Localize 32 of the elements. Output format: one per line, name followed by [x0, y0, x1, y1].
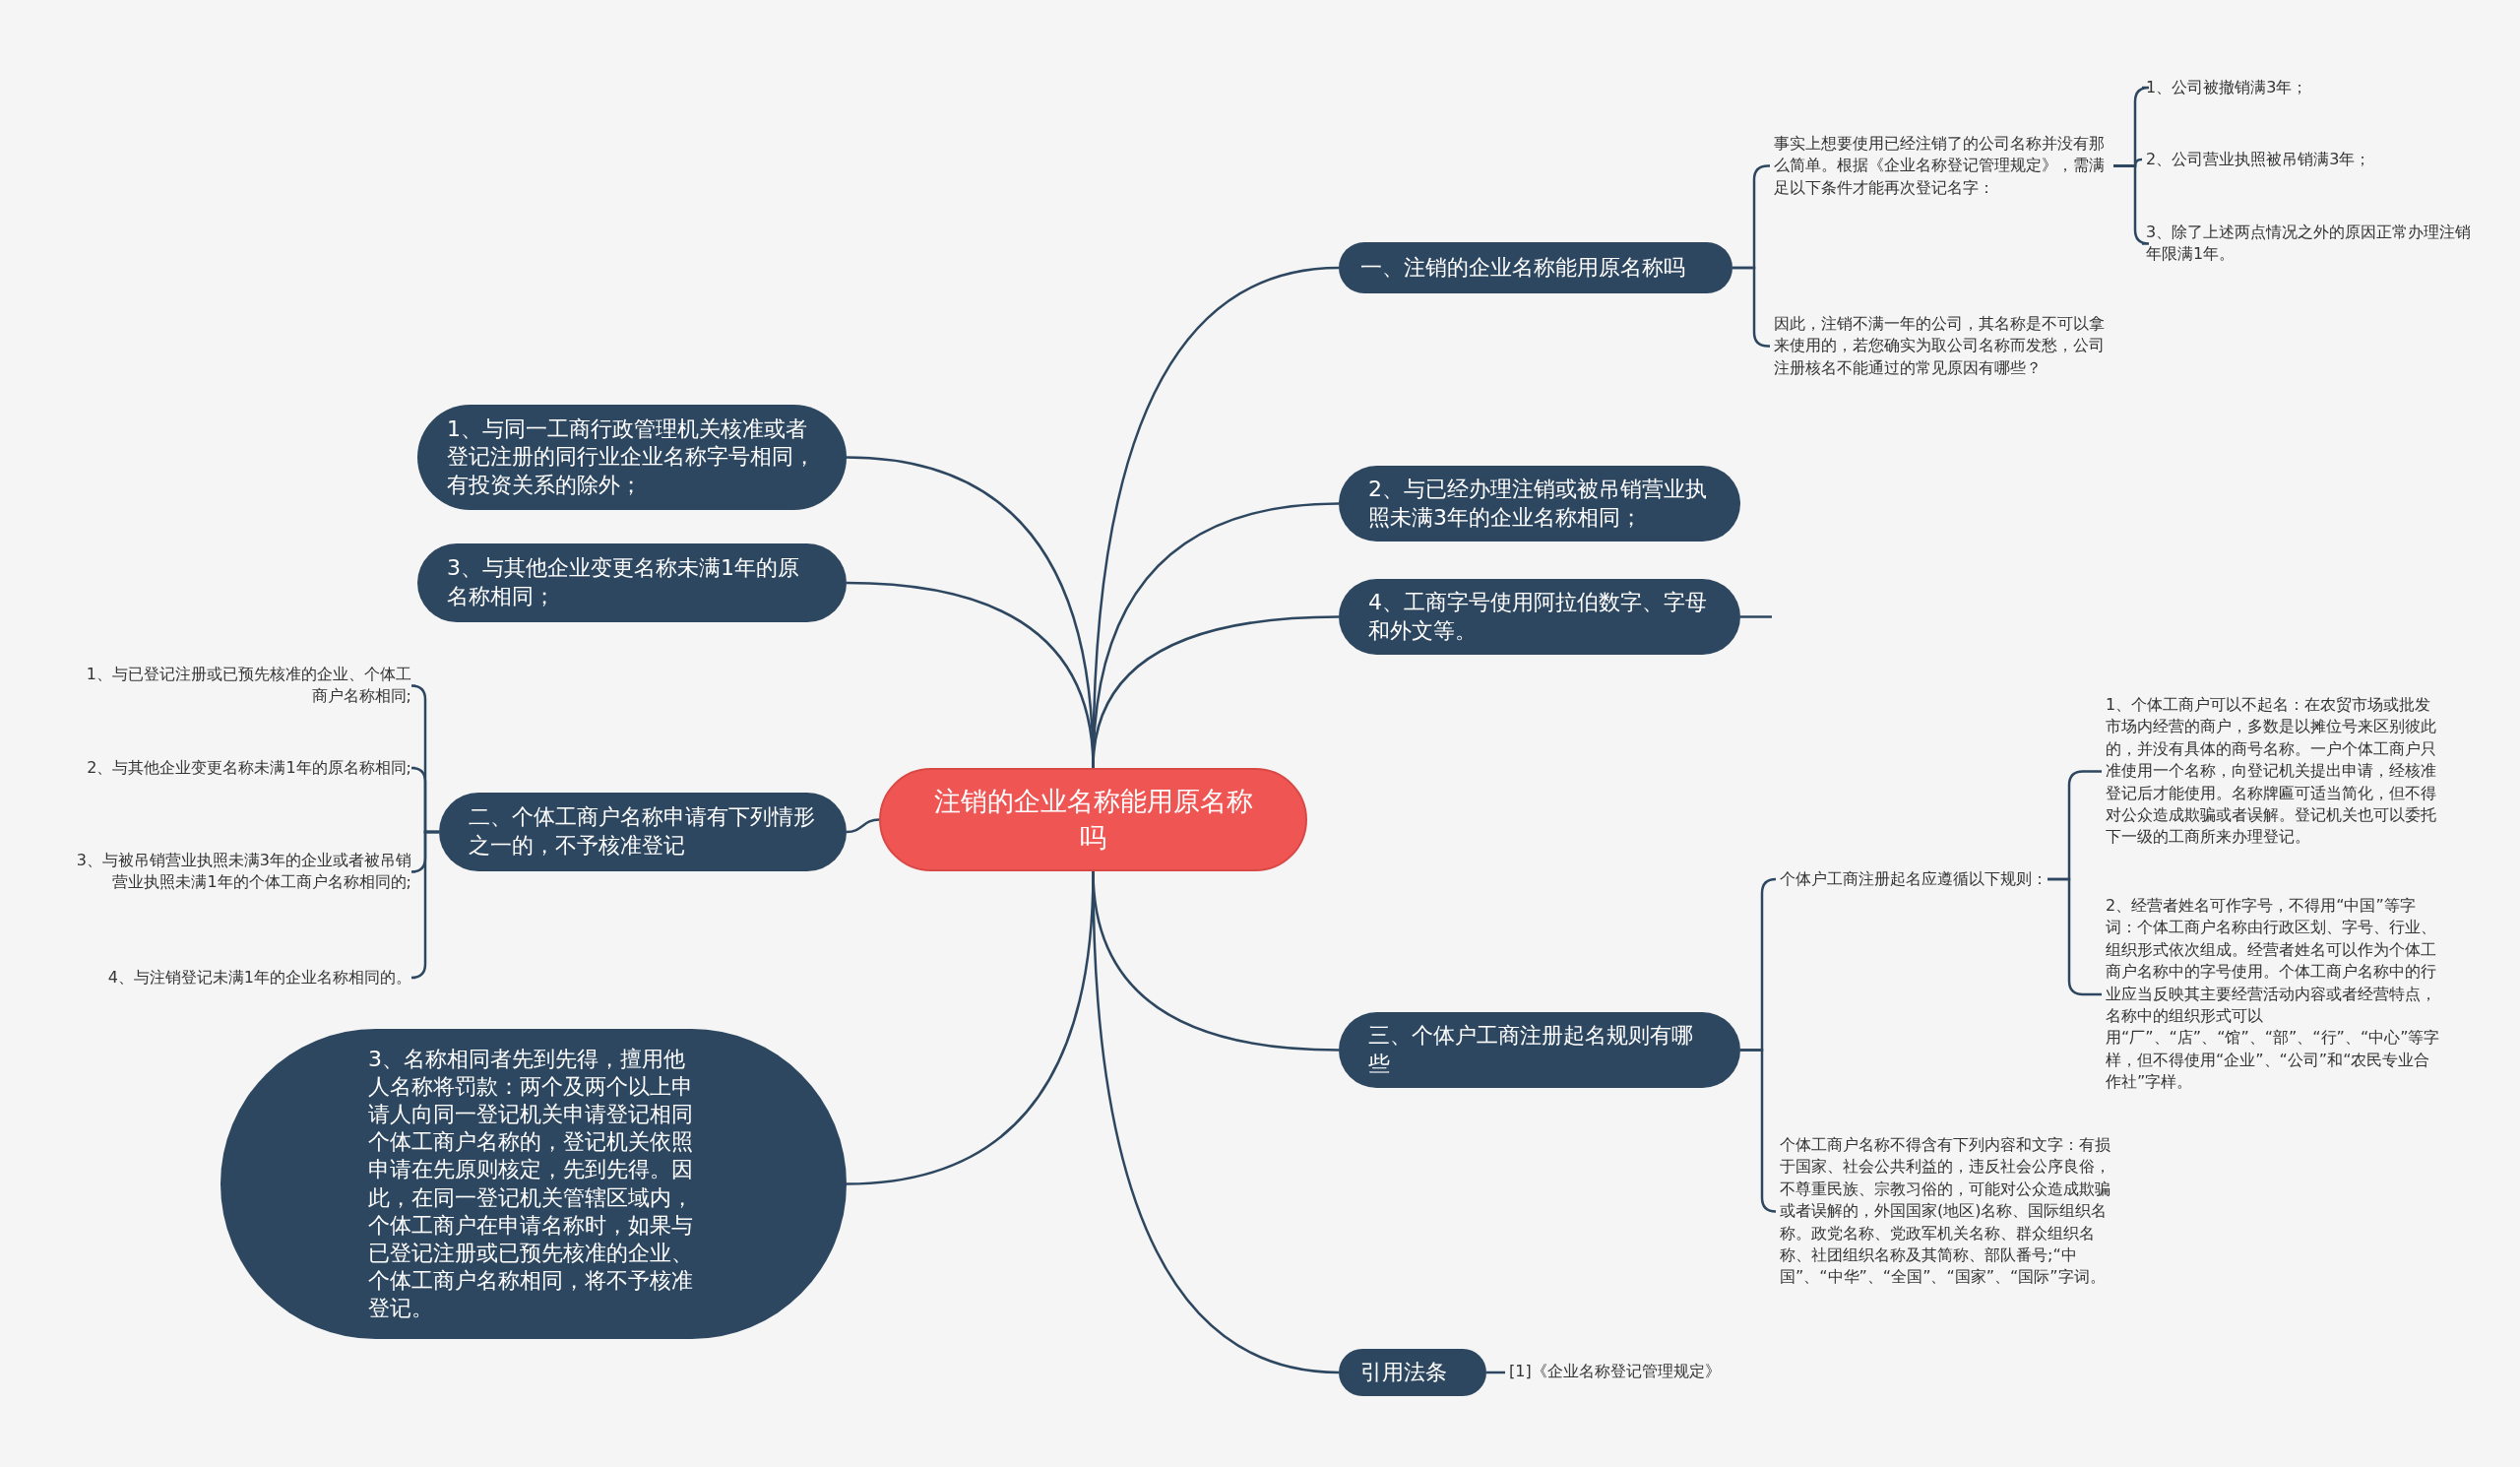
note-text: [1]《企业名称登记管理规定》 [1509, 1361, 1721, 1383]
note-text: 2、与其他企业变更名称未满1年的原名称相同; [72, 757, 411, 780]
branch-curve [846, 818, 880, 834]
note-text: 1、个体工商户可以不起名：在农贸市场或批发市场内经营的商户，多数是以摊位号来区别彼此的，并没有具体的商号名称。一户个体工商户只准使用一个名称，向登记机关提出申请，经核准登记后才能使用。名称牌匾可适当简化，但不得对公众造成欺骗或者误解。登记机关也可以委托下一级的工商所来办理登记。 [2106, 694, 2445, 849]
note-text: 个体工商户名称不得含有下列内容和文字：有损于国家、社会公共利益的，违反社会公序良俗，不尊重民族、宗教习俗的，可能对公众造成欺骗或者误解的，外国国家(地区)名称、国际组织名称。政党名称、党政军机关名称、群众组织名称、社团组织名称及其简称、部队番号;“中国”、“中华”、“全国”、“国家”、“国际”字词。 [1780, 1134, 2119, 1289]
note-text: 3、与被吊销营业执照未满3年的企业或者被吊销营业执照未满1年的个体工商户名称相同的; [72, 850, 411, 894]
note-text: 1、与已登记注册或已预先核准的企业、个体工商户名称相同; [72, 664, 411, 708]
topic-pill: 一、注销的企业名称能用原名称吗 [1339, 242, 1732, 293]
branch-curve [1092, 870, 1340, 1374]
topic-pill: 4、工商字号使用阿拉伯数字、字母和外文等。 [1339, 579, 1740, 655]
topic-pill: 二、个体工商户名称申请有下列情形之一的，不予核准登记 [439, 793, 847, 871]
bracket-line [1740, 1049, 1778, 1213]
note-text: 因此，注销不满一年的公司，其名称是不可以拿来使用的，若您确实为取公司名称而发愁，公司注册核名不能通过的常见原因有哪些？ [1774, 313, 2113, 380]
bracket-line [1740, 615, 1772, 618]
note-text: 3、除了上述两点情况之外的原因正常办理注销年限满1年。 [2146, 222, 2486, 266]
bracket-line [1486, 1371, 1505, 1374]
topic-pill: 3、与其他企业变更名称未满1年的原名称相同； [417, 543, 847, 622]
note-text: 2、经营者姓名可作字号，不得用“中国”等字词：个体工商户名称由行政区划、字号、行业、组织形式依次组成。经营者姓名可以作为个体工商户名称中的字号使用。个体工商户名称中的行业应当反映其主要经营活动内容或者经营特点，名称中的组织形式可以用“厂”、“店”、“馆”、“部”、“行”、“中心”等字样，但不得使用“企业”、“公司”和“农民专业合作社”字样。 [2106, 895, 2445, 1094]
note-text: 4、与注销登记未满1年的企业名称相同的。 [72, 967, 411, 989]
note-text: 事实上想要使用已经注销了的公司名称并没有那么简单。根据《企业名称登记管理规定》，需满足以下条件才能再次登记名字： [1774, 133, 2113, 200]
note-text: 2、公司营业执照被吊销满3年； [2146, 149, 2486, 171]
note-text: 1、公司被撤销满3年； [2146, 77, 2486, 99]
topic-pill: 3、名称相同者先到先得，擅用他人名称将罚款：两个及两个以上申请人向同一登记机关申请登记相同个体工商户名称的，登记机关依照申请在先原则核定，先到先得。因此，在同一登记机关管辖区域内，个体工商户在申请名称时，如果与已登记注册或已预先核准的企业、个体工商户名称相同，将不予核准登记。 [220, 1029, 847, 1339]
topic-pill: 1、与同一工商行政管理机关核准或者登记注册的同行业企业名称字号相同，有投资关系的除外； [417, 405, 847, 510]
note-text: 个体户工商注册起名应遵循以下规则： [1780, 868, 2048, 891]
bracket-line [2113, 164, 2151, 245]
central-topic: 注销的企业名称能用原名称吗 [879, 768, 1307, 871]
bracket-line [410, 830, 439, 980]
topic-pill: 引用法条 [1339, 1349, 1486, 1396]
branch-curve [1092, 615, 1340, 769]
topic-pill: 三、个体户工商注册起名规则有哪些 [1339, 1012, 1740, 1088]
topic-pill: 2、与已经办理注销或被吊销营业执照未满3年的企业名称相同； [1339, 466, 1740, 542]
